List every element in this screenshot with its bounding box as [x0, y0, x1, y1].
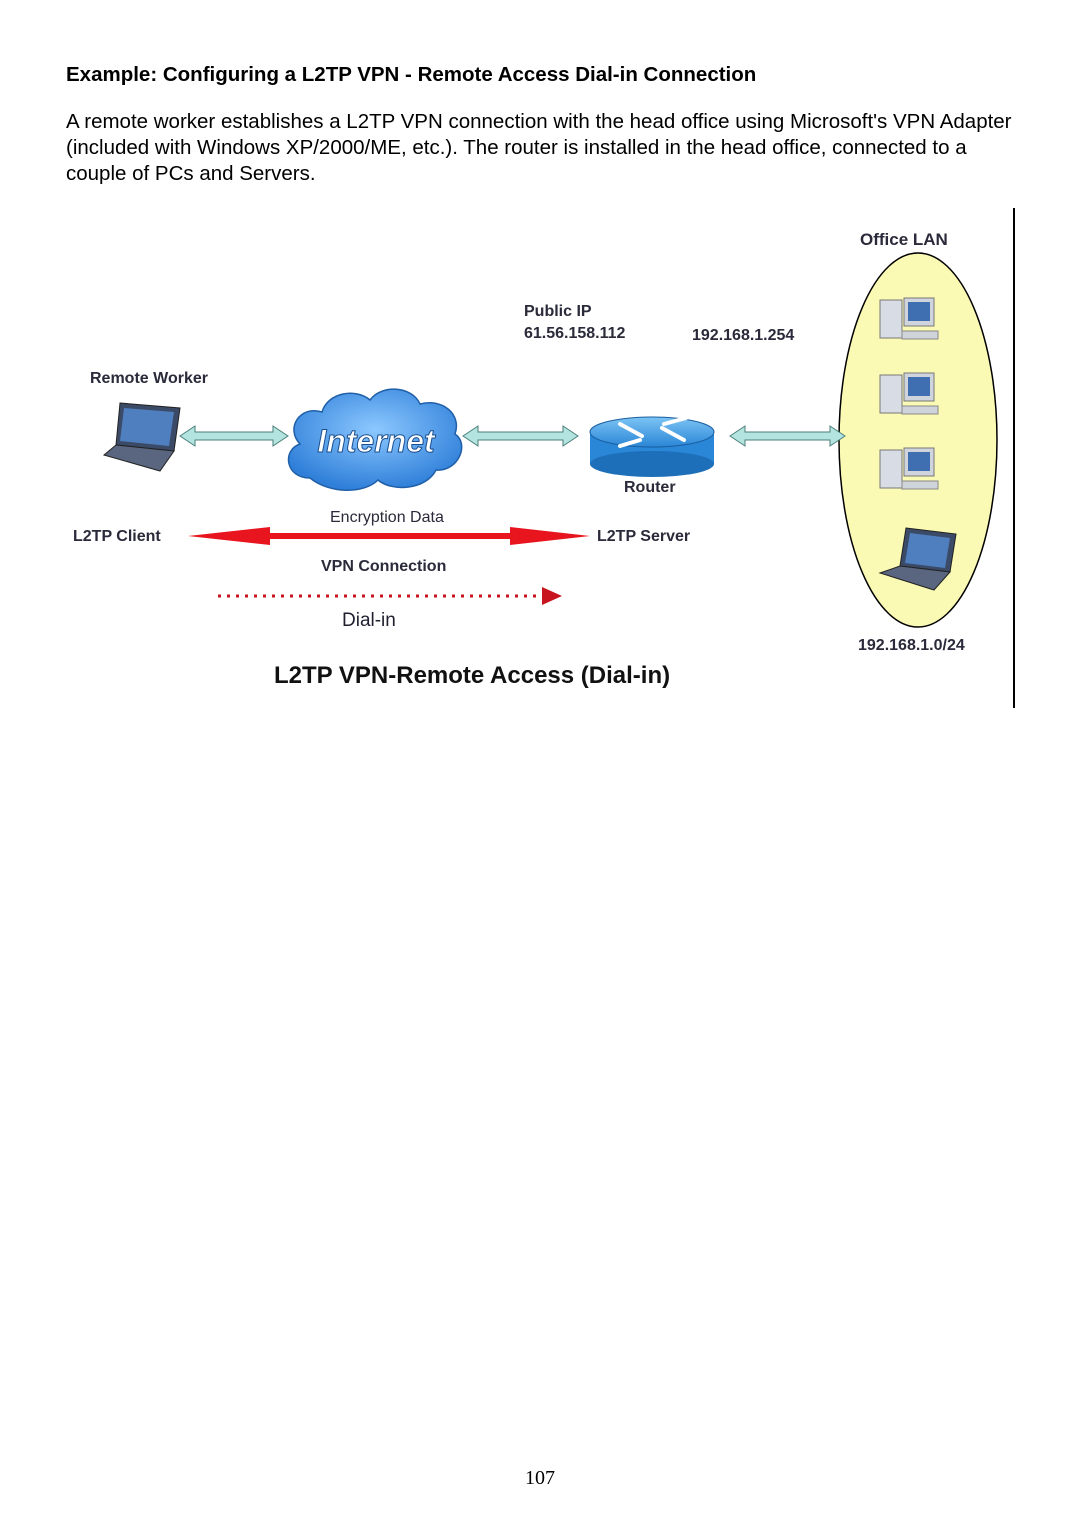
laptop-icon [102, 402, 181, 472]
page-number: 107 [525, 1467, 555, 1489]
public-ip-label: Public IP [524, 303, 592, 320]
desktop-computer-icon [879, 372, 939, 415]
laptop-icon [878, 527, 957, 591]
router-label: Router [624, 479, 676, 496]
desktop-computer-icon [879, 447, 939, 490]
network-diagram: Office LAN 192.168.1.0/24 Public IP [0, 200, 1080, 720]
l2tp-server-label: L2TP Server [597, 528, 690, 545]
public-ip-value: 61.56.158.112 [524, 325, 626, 342]
router-icon [589, 416, 715, 477]
link-arrow [462, 425, 579, 447]
dial-in-label: Dial-in [342, 610, 396, 631]
link-arrow [729, 425, 846, 447]
internet-cloud-icon: Internet [287, 388, 463, 491]
encryption-double-arrow [188, 527, 590, 545]
l2tp-client-label: L2TP Client [73, 528, 161, 545]
dial-in-arrowhead [542, 587, 562, 605]
lan-subnet-label: 192.168.1.0/24 [858, 637, 965, 654]
link-arrow [179, 425, 289, 447]
remote-worker-label: Remote Worker [90, 370, 208, 387]
encryption-data-label: Encryption Data [330, 509, 444, 526]
desktop-computer-icon [879, 297, 939, 340]
internet-label: Internet [317, 423, 436, 459]
vpn-connection-label: VPN Connection [321, 558, 446, 575]
diagram-caption: L2TP VPN-Remote Access (Dial-in) [274, 662, 670, 689]
section-heading: Example: Configuring a L2TP VPN - Remote… [66, 63, 757, 86]
intro-paragraph: A remote worker establishes a L2TP VPN c… [66, 110, 1012, 185]
router-lan-ip: 192.168.1.254 [692, 327, 794, 344]
office-lan-label: Office LAN [860, 230, 948, 249]
